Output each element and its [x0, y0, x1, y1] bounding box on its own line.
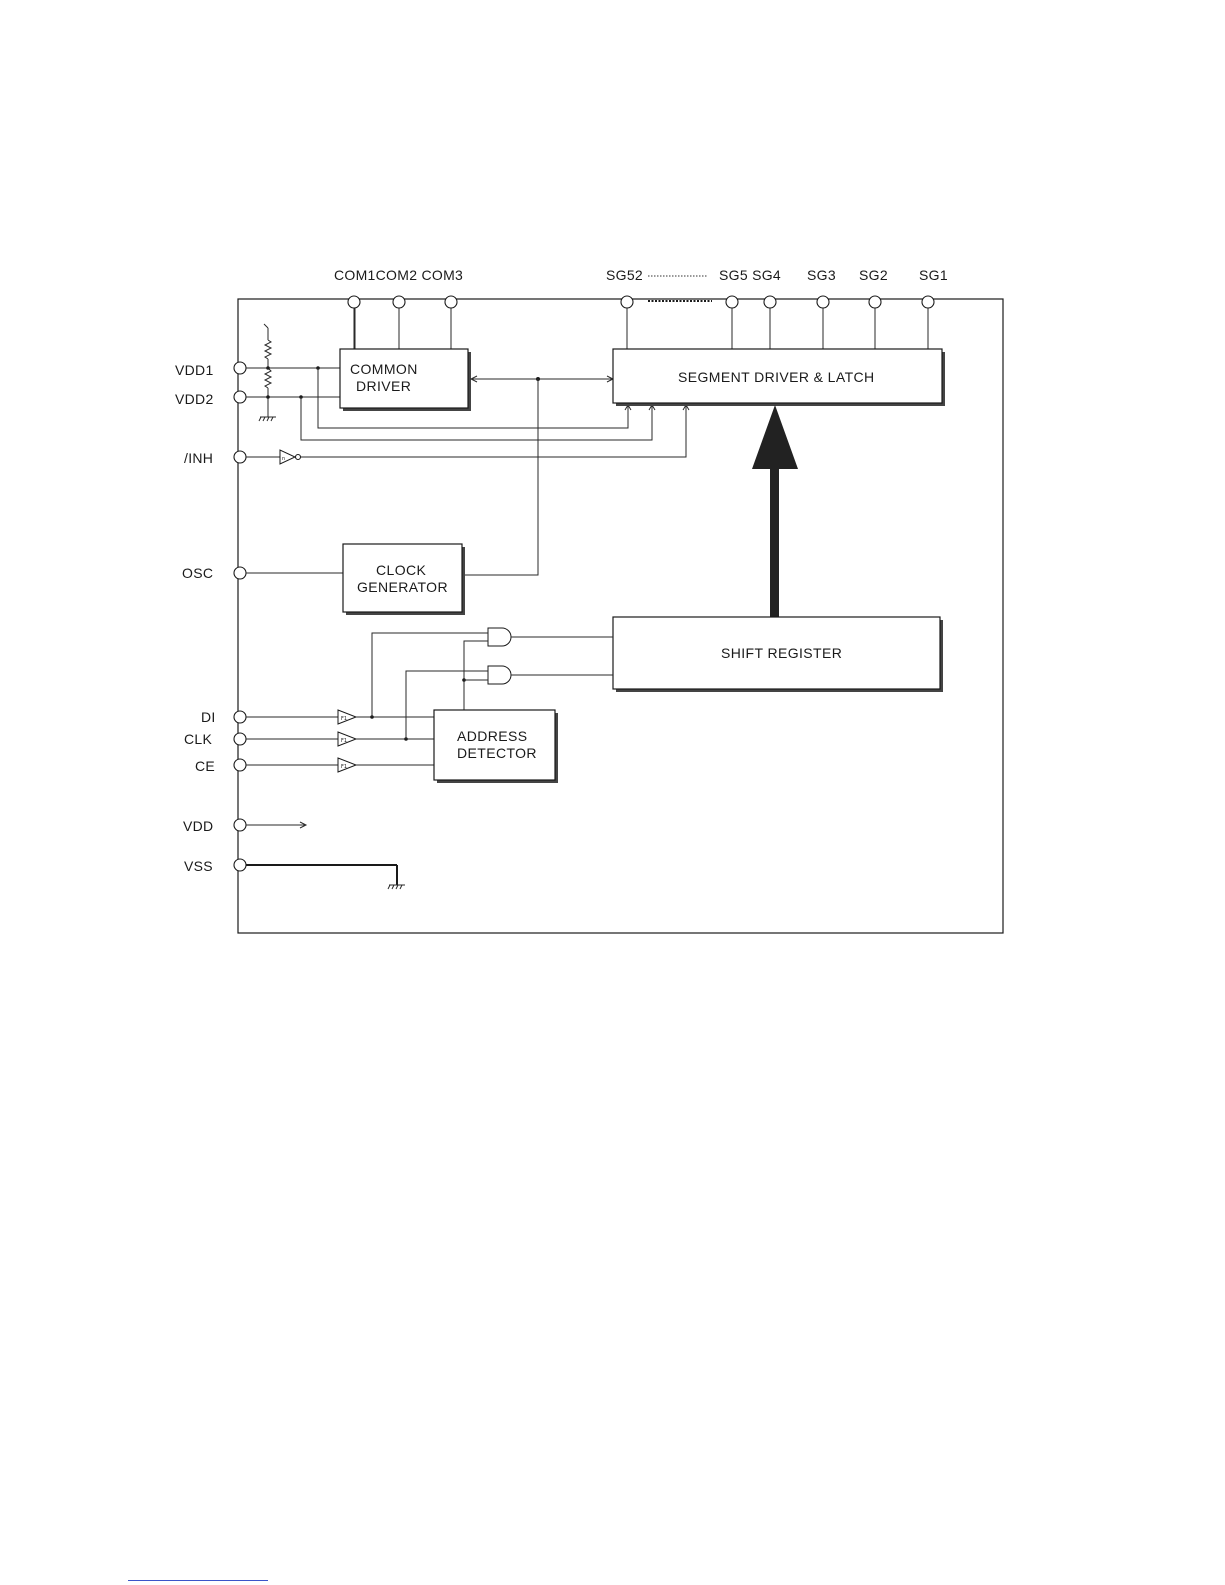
pin-di: [234, 711, 246, 723]
sg2-label: SG2: [859, 267, 888, 283]
pin-sg3: [817, 296, 829, 308]
pin-sg4: [764, 296, 776, 308]
osc-label: OSC: [182, 565, 213, 581]
svg-text:F1: F1: [341, 738, 347, 744]
pin-com3: [445, 296, 457, 308]
pin-clk: [234, 733, 246, 745]
inh-label: /INH: [184, 450, 213, 466]
svg-text:n: n: [282, 456, 285, 462]
and-gate-1: [488, 628, 511, 646]
pin-vss: [234, 859, 246, 871]
footer-rule: [128, 1580, 268, 1581]
input-buffer-clk: F1: [338, 732, 356, 746]
sg1-label: SG1: [919, 267, 948, 283]
pin-vdd: [234, 819, 246, 831]
pin-com1: [348, 296, 360, 308]
sg5-sg4-label: SG5 SG4: [719, 267, 781, 283]
address-detector-label-1: ADDRESS: [457, 728, 527, 744]
vdd1-label: VDD1: [175, 362, 214, 378]
segment-driver-label: SEGMENT DRIVER & LATCH: [678, 369, 875, 385]
pin-ce: [234, 759, 246, 771]
pin-inh: [234, 451, 246, 463]
svg-text:F1: F1: [341, 764, 347, 770]
bias-resistor-ladder: [259, 324, 276, 421]
pin-sg1: [922, 296, 934, 308]
data-bus-arrow-shaft: [770, 468, 779, 618]
data-bus-arrow-head: [752, 405, 798, 469]
ce-label: CE: [195, 758, 215, 774]
clk-label: CLK: [184, 731, 212, 747]
and-gate-2: [488, 666, 511, 684]
common-driver-label-1: COMMON: [350, 361, 418, 377]
address-detector-label-2: DETECTOR: [457, 745, 537, 761]
clock-generator-label-2: GENERATOR: [357, 579, 448, 595]
pin-sg52: [621, 296, 633, 308]
vss-ground-symbol: [388, 885, 405, 889]
common-driver-label-2: DRIVER: [356, 378, 411, 394]
pin-com2: [393, 296, 405, 308]
clock-generator-label-1: CLOCK: [376, 562, 426, 578]
sg52-label: SG52: [606, 267, 643, 283]
com-pins-label: COM1COM2 COM3: [334, 267, 463, 283]
vdd2-label: VDD2: [175, 391, 214, 407]
input-buffer-di: F1: [338, 710, 356, 724]
vss-label: VSS: [184, 858, 213, 874]
pin-vdd2: [234, 391, 246, 403]
pin-sg5: [726, 296, 738, 308]
shift-register-label: SHIFT REGISTER: [721, 645, 842, 661]
vdd-label: VDD: [183, 818, 213, 834]
input-buffer-ce: F1: [338, 758, 356, 772]
clock-generator-block: [343, 544, 462, 612]
pin-vdd1: [234, 362, 246, 374]
sg3-label: SG3: [807, 267, 836, 283]
di-label: DI: [201, 709, 216, 725]
pin-osc: [234, 567, 246, 579]
pin-sg2: [869, 296, 881, 308]
svg-text:F1: F1: [341, 716, 347, 722]
